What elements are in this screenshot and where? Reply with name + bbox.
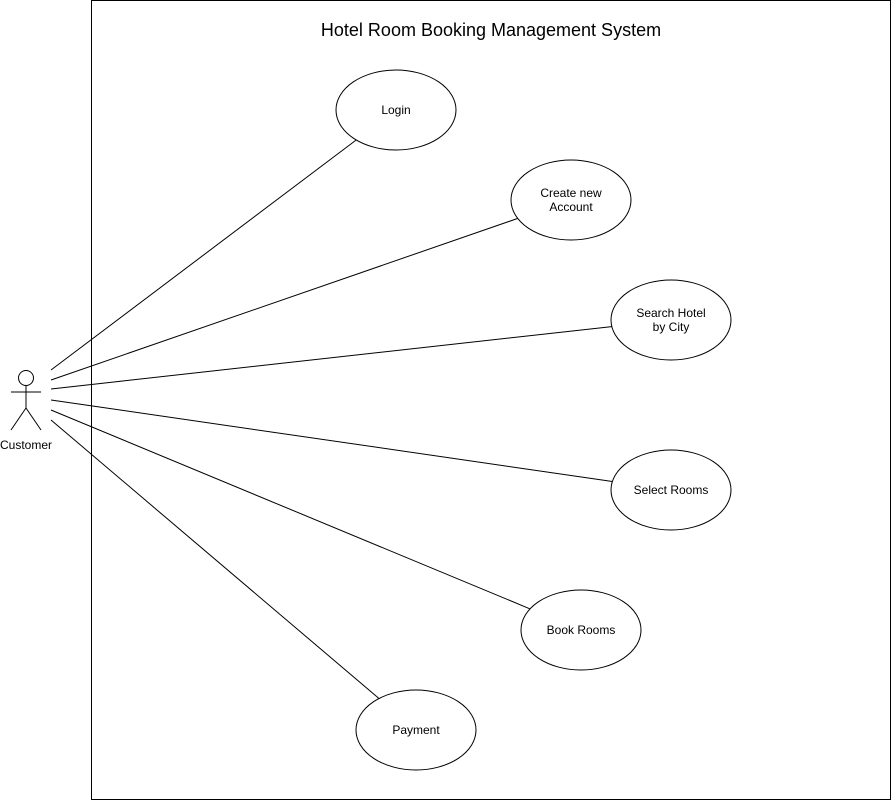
use-case-label: Create new — [540, 186, 602, 200]
association-search-hotel-by-city — [50, 326, 612, 390]
use-case-ellipse — [510, 159, 632, 241]
use-case-label: Login — [381, 103, 410, 117]
use-case-ellipse — [335, 69, 457, 151]
use-case-label: Search Hotel — [636, 306, 705, 320]
actor-label: Customer — [0, 438, 52, 452]
association-login — [50, 139, 357, 371]
use-case-select-rooms[interactable]: Select Rooms — [610, 449, 732, 531]
use-case-label: by City — [653, 320, 690, 334]
system-title: Hotel Room Booking Management System — [321, 20, 661, 40]
system-boundary — [91, 0, 891, 800]
use-case-payment[interactable]: Payment — [355, 689, 477, 771]
association-payment — [50, 419, 380, 699]
actor-right-leg — [25, 407, 42, 431]
use-case-ellipse — [355, 689, 477, 771]
actor-customer[interactable]: Customer — [0, 370, 52, 453]
use-case-login[interactable]: Login — [335, 69, 457, 151]
actor-head — [18, 370, 34, 386]
use-case-label: Payment — [392, 723, 440, 737]
use-case-ellipse — [610, 279, 732, 361]
use-case-label: Book Rooms — [547, 623, 616, 637]
use-case-book-rooms[interactable]: Book Rooms — [520, 589, 642, 671]
association-book-rooms — [50, 409, 531, 610]
use-case-ellipse — [610, 449, 732, 531]
use-case-ellipse — [520, 589, 642, 671]
stick-figure-icon — [10, 370, 42, 431]
use-case-label: Select Rooms — [634, 483, 709, 497]
use-case-label: Account — [549, 200, 593, 214]
association-lines — [50, 139, 613, 699]
association-select-rooms — [50, 399, 613, 482]
association-create-new-account — [50, 217, 518, 381]
actor-left-leg — [10, 407, 27, 431]
